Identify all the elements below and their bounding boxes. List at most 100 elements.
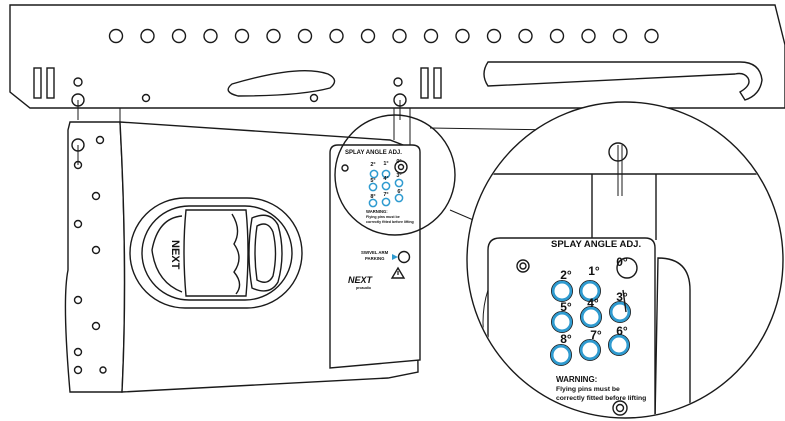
- mag-angle-label: 7°: [590, 328, 602, 342]
- mag-pin-fitted: [616, 257, 638, 279]
- small-hole: [73, 77, 83, 87]
- bar-hole: [297, 28, 313, 44]
- mag-warning-line: Flying pins must be: [556, 386, 620, 393]
- small-angle-label: 4°: [383, 176, 388, 182]
- mag-plate-outline: [487, 237, 656, 417]
- bar-hole: [612, 28, 628, 44]
- plate-warning-line: Flying pins must be: [366, 215, 400, 219]
- bar-hole: [455, 28, 470, 44]
- mag-pin-hole: [608, 334, 630, 356]
- plate-title: SPLAY ANGLE ADJ.: [345, 150, 402, 156]
- mag-pin-hole: [551, 280, 573, 302]
- bar-hole: [423, 28, 439, 44]
- small-pin-labels: 1°2°3°4°5°6°7°8°0°: [370, 159, 402, 200]
- panel-hole: [91, 245, 101, 255]
- warning-triangle-icon: [390, 266, 406, 279]
- bar-hole: [392, 28, 407, 44]
- small-angle-label: 1°: [383, 161, 388, 167]
- brand-logo: NEXT: [348, 275, 374, 285]
- bar-hole: [518, 28, 533, 44]
- mag-lower-hole-center: [615, 403, 625, 413]
- bar-hole: [549, 28, 565, 44]
- small-hole: [141, 93, 151, 103]
- small-angle-label: 8°: [370, 194, 375, 200]
- bar-hole: [581, 28, 596, 44]
- mag-warning-line: correctly fitted before lifting: [556, 395, 646, 402]
- mag-pin-hole-edge: [579, 279, 602, 302]
- handle-recess-outer: [129, 197, 303, 309]
- mag-angle-label: 5°: [560, 300, 572, 314]
- small-pin-hole: [381, 197, 391, 207]
- mag-pin-shaft: [622, 289, 627, 313]
- handle-recess-inner: [141, 205, 293, 301]
- small-pin-hole: [394, 193, 404, 203]
- small-pin-hole: [381, 181, 391, 191]
- bar-hole: [266, 28, 281, 44]
- panel-hole: [73, 347, 83, 357]
- mag-pin-hole: [550, 344, 572, 366]
- small-pin-fitted: [394, 160, 408, 174]
- rigging-bar-holes: [108, 28, 659, 44]
- slot-mid-b: [433, 67, 442, 99]
- handle-left-loop: [151, 215, 183, 293]
- panel-hole: [73, 365, 83, 375]
- bar-hole: [203, 28, 218, 44]
- bar-hole: [329, 28, 344, 44]
- slot-left-b: [46, 67, 55, 99]
- rigging-bar: [9, 4, 785, 109]
- mag-screw: [516, 259, 530, 273]
- handle-right-loop: [248, 214, 283, 292]
- mag-angle-label: 6°: [616, 324, 628, 338]
- swivel-label: SWIVEL ARM: [361, 250, 389, 255]
- mag-warning-title: WARNING:: [556, 375, 597, 384]
- mag-angle-label: 3°: [616, 290, 628, 304]
- handle-logo: NEXT: [169, 240, 181, 270]
- panel-hole: [91, 191, 101, 201]
- mag-angle-label: 2°: [560, 268, 572, 282]
- magnifier-source-circle: [334, 114, 456, 236]
- mag-screw-center: [519, 262, 527, 270]
- mag-pin-labels: 1°2°3°4°5°6°7°8°0°: [560, 255, 628, 346]
- small-pin-hole: [394, 178, 404, 188]
- small-pin-fitted-center: [397, 163, 405, 171]
- swivel-parking-hole: [397, 250, 411, 264]
- mag-pin-hole: [551, 311, 573, 333]
- bar-hole: [486, 28, 502, 44]
- mag-angle-label: 8°: [560, 332, 572, 346]
- mag-angle-label: 0°: [616, 255, 628, 269]
- panel-hole: [95, 135, 105, 145]
- small-angle-label: 3°: [396, 173, 401, 179]
- small-angle-label: 5°: [370, 178, 375, 184]
- mag-pin-hole-edge: [609, 300, 632, 323]
- brand-sub: proaudio: [356, 286, 371, 290]
- mag-side-plate: [654, 257, 691, 417]
- small-pin-hole: [369, 169, 379, 179]
- bar-hole: [360, 28, 376, 44]
- rigging-pins: [71, 93, 407, 165]
- bar-hole: [234, 28, 250, 44]
- small-pin-hole: [381, 169, 391, 179]
- center-curved-slot: [227, 70, 336, 97]
- splay-plate-small: SPLAY ANGLE ADJ. WARNING: Flying pins mu…: [329, 144, 421, 369]
- small-pin-hole: [368, 198, 378, 208]
- hook-slot: [483, 61, 763, 101]
- mag-lower-hole: [612, 400, 628, 416]
- plate-warning-line: correctly fitted before lifting: [366, 220, 414, 224]
- small-hole: [309, 93, 319, 103]
- small-angle-label: 0°: [396, 159, 401, 165]
- mag-pin-holes: [550, 257, 638, 366]
- small-hole: [393, 77, 403, 87]
- rigging-bar-outline: [9, 4, 785, 109]
- handle-grip: [183, 209, 249, 297]
- panel-hole: [73, 219, 83, 229]
- bar-hole: [171, 28, 187, 44]
- plate-warning-title: WARNING:: [366, 209, 388, 214]
- slot-left-a: [33, 67, 42, 99]
- arrow-icon: [392, 254, 398, 260]
- mag-angle-label: 1°: [588, 264, 600, 278]
- magnified-view: SPLAY ANGLE ADJ. WARNING: Flying pins mu…: [466, 101, 784, 419]
- mag-pin-hole-edge: [550, 343, 573, 366]
- mag-plate-title: SPLAY ANGLE ADJ.: [551, 239, 641, 250]
